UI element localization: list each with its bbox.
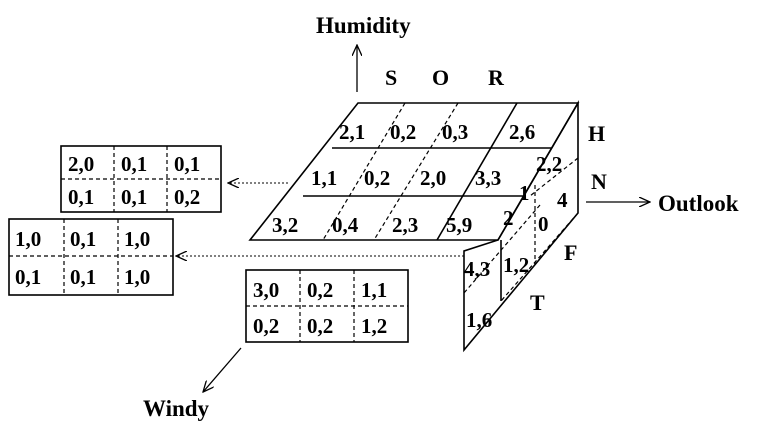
- cube-cell: 0,3: [442, 120, 468, 144]
- outlook-value-o: O: [432, 65, 449, 90]
- cube-cell: 0,2: [364, 166, 390, 190]
- humidity-axis: Humidity: [316, 13, 411, 92]
- table-cell: 0,1: [121, 152, 147, 176]
- windy-values: F T: [530, 240, 577, 315]
- cube-side-layerline-1: [529, 157, 579, 197]
- windy-value-f: F: [564, 240, 577, 265]
- cube-side-cell: 2,2: [536, 152, 562, 176]
- table-cell: 1,0: [124, 227, 150, 251]
- cube-cell: 5,9: [446, 213, 472, 237]
- table-cell: 0,2: [307, 278, 333, 302]
- humidity-values: H N: [588, 121, 607, 194]
- outlook-value-r: R: [488, 65, 505, 90]
- table-cell: 0,1: [15, 265, 41, 289]
- windy-axis-label: Windy: [143, 396, 210, 421]
- humidity-value-h: H: [588, 121, 605, 146]
- table-cell: 0,1: [70, 227, 96, 251]
- outlook-axis: Outlook: [586, 191, 739, 216]
- windy-axis-arrow: [203, 347, 242, 392]
- table-cell: 1,1: [361, 278, 387, 302]
- windy-value-t: T: [530, 290, 545, 315]
- table-cell: 3,0: [253, 278, 279, 302]
- table-cell: 0,1: [121, 185, 147, 209]
- humidity-axis-label: Humidity: [316, 13, 411, 38]
- windy-axis: Windy: [143, 347, 242, 421]
- cube-side-diag-1: [500, 212, 579, 302]
- table-outlook: 1,0 0,1 1,0 0,1 0,1 1,0: [8, 218, 174, 296]
- cube-top-colline-1: [322, 102, 406, 241]
- cube-side-cell: 4: [557, 188, 568, 212]
- table-outlook-frame: [8, 218, 174, 296]
- cube-cell: 2,3: [392, 213, 418, 237]
- cube-cell: 0,2: [390, 120, 416, 144]
- cube-top-colline-2: [373, 102, 459, 241]
- table-cell: 0,1: [174, 152, 200, 176]
- cube-cell: 3,2: [272, 213, 298, 237]
- cube-cell: 1,1: [311, 166, 337, 190]
- cube-side-cell: 1,2: [503, 253, 529, 277]
- cube-cell: 3,3: [475, 166, 501, 190]
- cube-top-colline-3: [436, 102, 518, 241]
- data-cube: 2,1 0,2 0,3 2,6 1,1 0,2 2,0 3,3 3,2 0,4 …: [248, 100, 580, 353]
- table-cell: 1,2: [361, 314, 387, 338]
- cube-cell: 0,4: [332, 213, 359, 237]
- table-cell: 0,1: [70, 265, 96, 289]
- outlook-value-s: S: [385, 65, 397, 90]
- table-cell: 0,1: [68, 185, 94, 209]
- cube-side-cell: 1: [519, 181, 530, 205]
- cube-side-values: 2,2 1 4 2 0 4,3 1,2 1,6: [464, 152, 568, 332]
- table-windy: 3,0 0,2 1,1 0,2 0,2 1,2: [245, 269, 409, 343]
- table-cell: 1,0: [15, 227, 41, 251]
- table-cell: 1,0: [124, 265, 150, 289]
- cube-side-cell: 0: [538, 212, 549, 236]
- cube-side-cell: 2: [503, 206, 514, 230]
- table-cell: 2,0: [68, 152, 94, 176]
- table-humidity: 2,0 0,1 0,1 0,1 0,1 0,2: [60, 145, 222, 213]
- humidity-value-n: N: [591, 169, 607, 194]
- cube-cell: 2,1: [339, 120, 365, 144]
- table-cell: 0,2: [174, 185, 200, 209]
- cube-side-diag-2: [463, 204, 541, 294]
- cube-top-values: 2,1 0,2 0,3 2,6 1,1 0,2 2,0 3,3 3,2 0,4 …: [272, 120, 535, 237]
- cube-cell: 2,6: [509, 120, 535, 144]
- table-cell: 0,2: [253, 314, 279, 338]
- cube-side-cell: 4,3: [464, 257, 490, 281]
- table-cell: 0,2: [307, 314, 333, 338]
- cube-side-face: [463, 100, 579, 353]
- cube-cell: 2,0: [420, 166, 446, 190]
- cube-side-cell: 1,6: [466, 308, 492, 332]
- outlook-values: S O R: [385, 65, 505, 90]
- outlook-axis-label: Outlook: [658, 191, 739, 216]
